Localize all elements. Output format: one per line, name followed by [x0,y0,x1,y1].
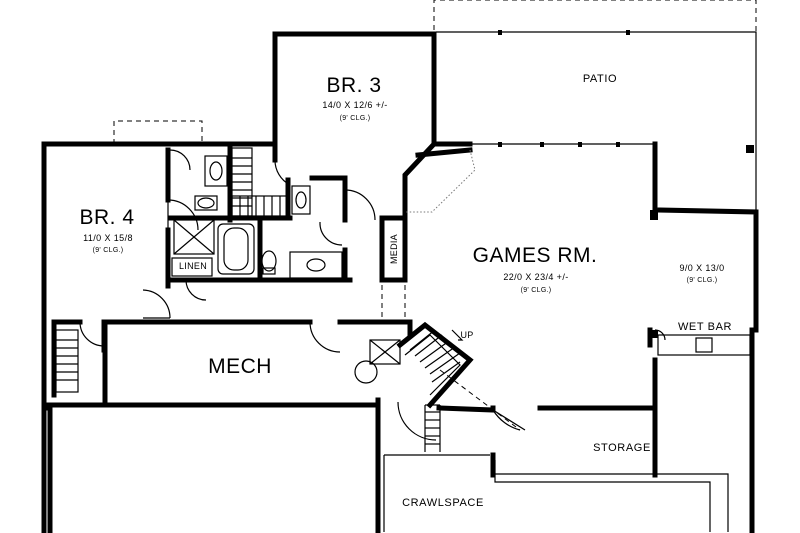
linen-label: LINEN [179,261,207,271]
room-labels: PATIO BR. 3 14/0 X 12/6 +/- (9' CLG.) BR… [79,73,732,509]
bath-fixtures [171,155,343,279]
br4-window-bay [113,120,203,146]
stairs [396,321,474,452]
br3-ceiling: (9' CLG.) [340,115,371,122]
br4-label: BR. 4 [79,206,134,229]
media-label: MEDIA [389,234,399,264]
mech-equipment [354,339,401,384]
closet-hatching [55,147,288,393]
crawlspace-label: CRAWLSPACE [402,497,484,509]
dotted-hints [381,149,521,431]
games-label: GAMES RM. [473,244,598,267]
storage-label: STORAGE [593,442,651,454]
wetbar-label: WET BAR [678,321,732,333]
br3-label: BR. 3 [326,74,381,97]
walls [41,31,759,533]
patio-outline [433,0,757,210]
mech-label: MECH [208,355,272,378]
br3-dims: 14/0 X 12/6 +/- [322,100,387,110]
patio-label: PATIO [583,73,617,85]
side-dims: 9/0 X 13/0 [679,263,724,273]
side-ceiling: (9' CLG.) [687,277,718,284]
wet-bar-counter [650,210,751,356]
games-ceiling: (9' CLG.) [521,287,552,294]
stair-up-label: UP [460,330,473,340]
games-dims: 22/0 X 23/4 +/- [503,272,568,282]
br4-dims: 11/0 X 15/8 [83,233,133,243]
br4-ceiling: (9' CLG.) [93,247,124,254]
